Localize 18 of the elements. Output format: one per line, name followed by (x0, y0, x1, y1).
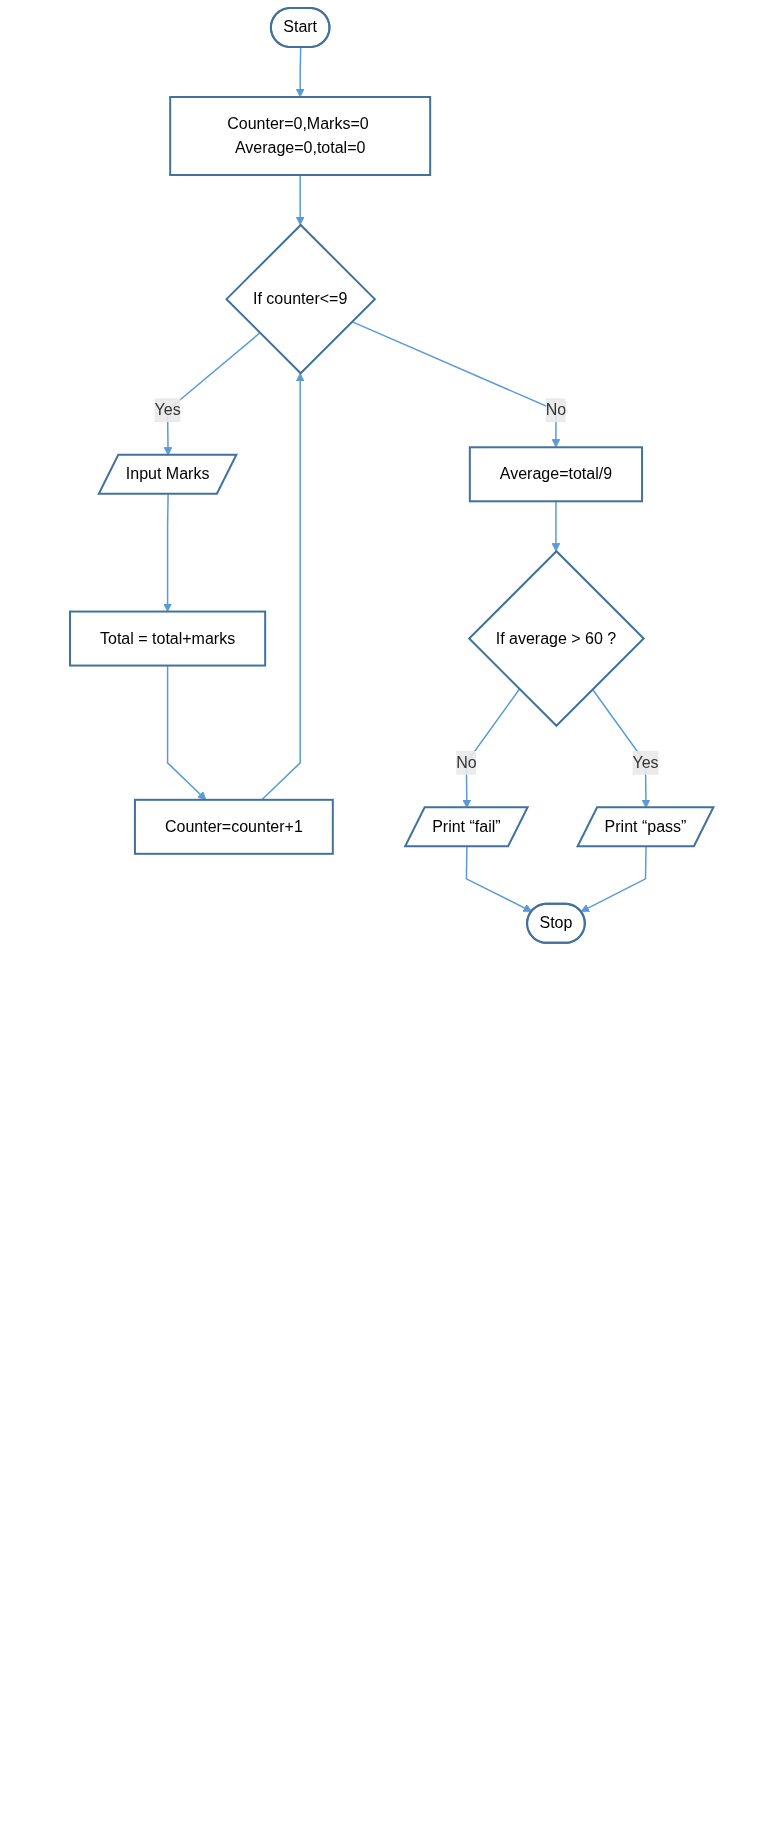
node-box: Total = total+marks (69, 610, 267, 667)
edge-label: No (546, 401, 567, 419)
arrow (167, 664, 207, 801)
arrow (296, 46, 305, 98)
node-box: Average=total/9 (469, 446, 644, 503)
arrow (261, 372, 305, 801)
arrow (163, 493, 173, 612)
node-diamond: If average > 60 ? (468, 549, 646, 728)
node-diamond: If counter<=9 (225, 223, 377, 375)
node-box: Counter=counter+1 (134, 798, 335, 855)
edge-label: Yes (154, 401, 181, 419)
arrow (465, 846, 533, 912)
edge-label: Yes (632, 753, 659, 771)
arrow (551, 500, 561, 552)
arrow (580, 846, 648, 912)
node-box: Counter=0,Marks=0 Average=0,total=0 (169, 96, 432, 176)
arrow (296, 174, 305, 226)
edge-label: No (456, 753, 477, 771)
